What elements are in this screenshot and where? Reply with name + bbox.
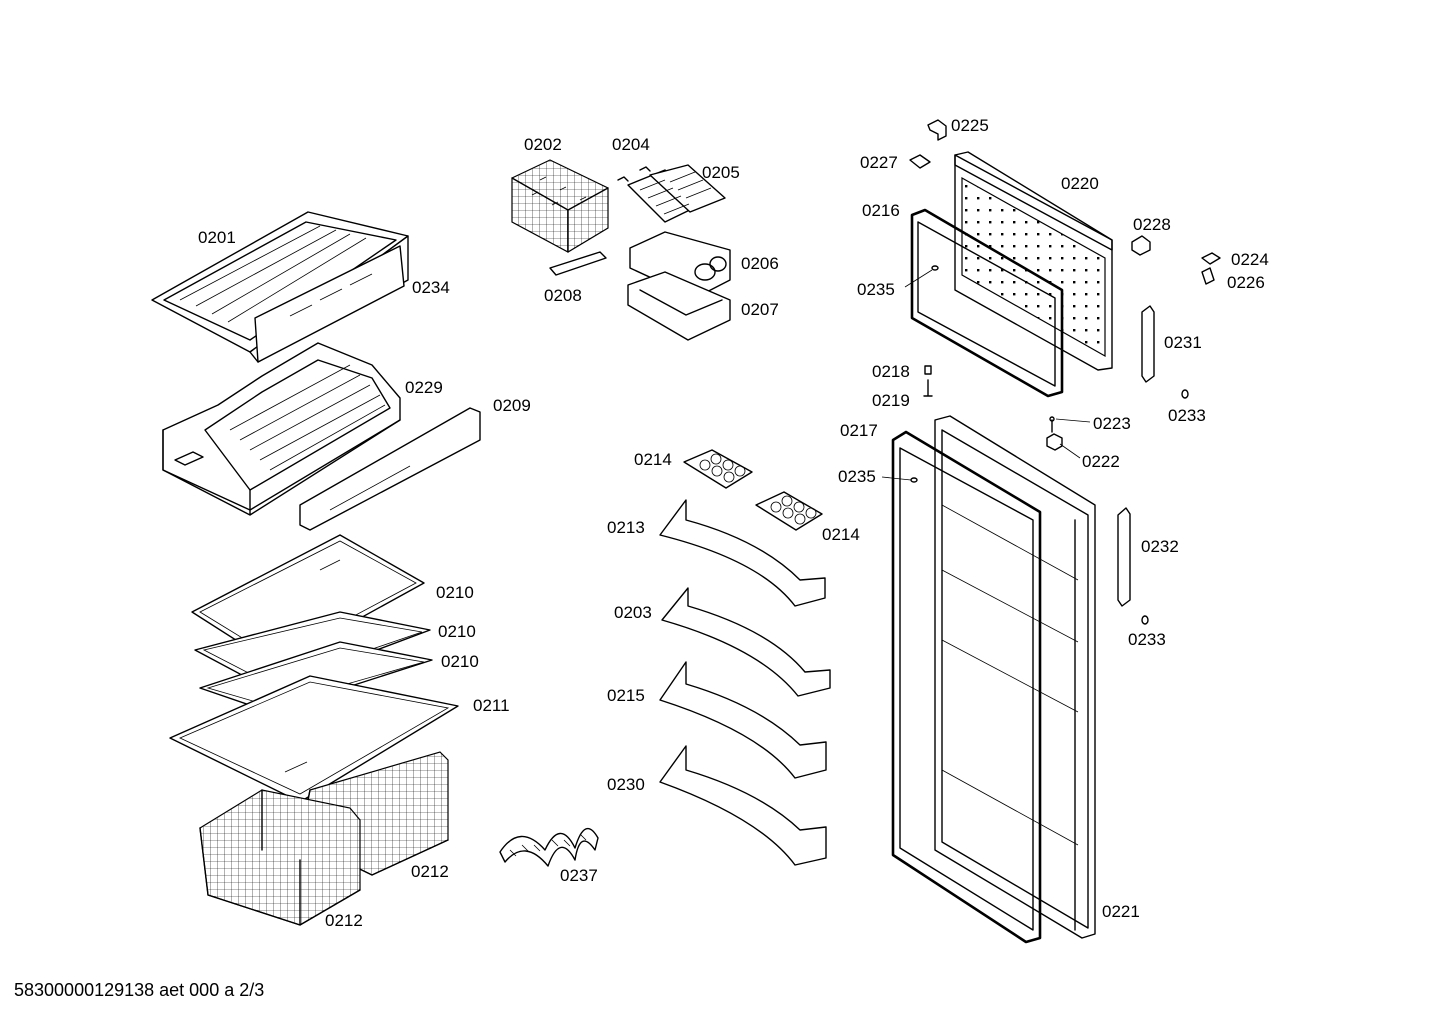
label-0210-b: 0210	[438, 622, 476, 641]
label-0208: 0208	[544, 286, 582, 305]
part-0217-gasket	[891, 430, 1042, 944]
label-0213: 0213	[607, 518, 645, 537]
part-0211-shelf	[169, 675, 459, 803]
document-id: 58300000129138 aet 000 a 2/3	[14, 980, 265, 1000]
label-0219: 0219	[872, 391, 910, 410]
part-0206-ice-container	[629, 231, 731, 299]
label-0227: 0227	[860, 153, 898, 172]
label-0203: 0203	[614, 603, 652, 622]
label-0235-b: 0235	[838, 467, 876, 486]
label-0210-c: 0210	[441, 652, 479, 671]
label-0204: 0204	[612, 135, 650, 154]
part-0224-cap	[1201, 252, 1221, 265]
part-0228-hinge	[1131, 235, 1151, 256]
part-0235-clip-1	[931, 265, 939, 271]
label-0222: 0222	[1082, 452, 1120, 471]
label-0210-a: 0210	[436, 583, 474, 602]
part-0214-egg-tray-2	[755, 491, 823, 531]
label-0232: 0232	[1141, 537, 1179, 556]
label-0228: 0228	[1133, 215, 1171, 234]
part-0230-door-bin	[659, 745, 827, 866]
label-0237: 0237	[560, 866, 598, 885]
part-0220-freezer-door	[954, 151, 1113, 371]
part-0225-hinge	[927, 119, 947, 141]
label-0230: 0230	[607, 775, 645, 794]
part-0213-door-bin	[659, 499, 826, 607]
part-0227-cap	[909, 154, 931, 169]
part-0209-trim	[299, 407, 481, 531]
label-0216: 0216	[862, 201, 900, 220]
part-0207-ice-bin	[627, 271, 731, 341]
label-0229: 0229	[405, 378, 443, 397]
label-0235-a: 0235	[857, 280, 895, 299]
part-0231-handle	[1141, 305, 1155, 383]
leader-lines	[881, 269, 1091, 481]
part-0214-egg-tray-1	[683, 449, 753, 489]
label-0233-a: 0233	[1168, 406, 1206, 425]
part-0223-screw	[1049, 416, 1055, 433]
label-0231: 0231	[1164, 333, 1202, 352]
part-0208-strip	[549, 251, 607, 276]
part-0233-plug-1	[1181, 389, 1189, 399]
part-0212-crisper-drawer-front	[199, 789, 361, 926]
part-0216-gasket	[910, 208, 1064, 398]
label-0212-b: 0212	[325, 911, 363, 930]
part-0219-screw	[923, 379, 933, 397]
part-0221-fridge-door	[934, 415, 1096, 939]
label-0202: 0202	[524, 135, 562, 154]
part-0218-bush	[924, 365, 932, 375]
label-0212-a: 0212	[411, 862, 449, 881]
part-0205-ice-tray	[627, 164, 726, 223]
label-0217: 0217	[840, 421, 878, 440]
part-0235-clip-2	[910, 477, 918, 483]
part-number-labels: 0201 0202 0204 0205 0234 0206 0208 0207 …	[198, 116, 1269, 930]
label-0205: 0205	[702, 163, 740, 182]
label-0201: 0201	[198, 228, 236, 247]
part-0234-panel	[254, 245, 405, 363]
label-0233-b: 0233	[1128, 630, 1166, 649]
part-0226-cap	[1201, 267, 1215, 285]
label-0211: 0211	[473, 696, 510, 715]
part-0237-bottle-rack	[499, 827, 599, 867]
label-0209: 0209	[493, 396, 531, 415]
label-0214-a: 0214	[634, 450, 672, 469]
part-0222-bracket	[1046, 433, 1063, 451]
label-0215: 0215	[607, 686, 645, 705]
label-0226: 0226	[1227, 273, 1265, 292]
label-0220: 0220	[1061, 174, 1099, 193]
part-0203-door-bin	[661, 587, 831, 697]
label-0223: 0223	[1093, 414, 1131, 433]
part-0215-door-bin	[659, 661, 827, 779]
label-0214-b: 0214	[822, 525, 860, 544]
label-0225: 0225	[951, 116, 989, 135]
label-0234: 0234	[412, 278, 450, 297]
label-0218: 0218	[872, 362, 910, 381]
part-0232-handle	[1117, 507, 1131, 607]
label-0206: 0206	[741, 254, 779, 273]
part-0229-drawer	[162, 342, 401, 516]
part-0202-cover	[511, 159, 609, 253]
label-0224: 0224	[1231, 250, 1269, 269]
part-0204-clip	[617, 166, 651, 182]
label-0221: 0221	[1102, 902, 1140, 921]
part-0233-plug-2	[1141, 615, 1149, 625]
label-0207: 0207	[741, 300, 779, 319]
